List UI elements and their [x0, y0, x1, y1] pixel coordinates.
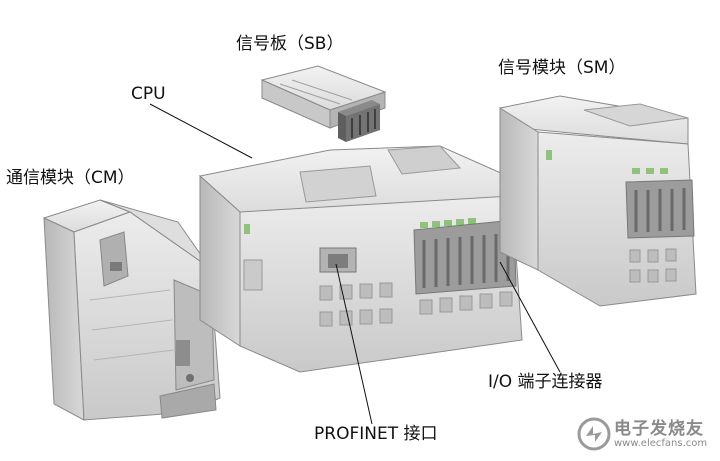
sm-terminal-block — [625, 179, 695, 239]
signal-module-label: 信号模块（SM） — [498, 58, 626, 78]
communication-module-label: 通信模块（CM） — [6, 168, 135, 188]
signal-module — [499, 95, 697, 307]
sb-terminal-plug — [338, 100, 380, 142]
communication-module — [42, 199, 221, 421]
watermark: 电子发烧友 www.elecfans.com — [574, 410, 716, 458]
sm-status-leds — [546, 150, 668, 174]
watermark-url: www.elecfans.com — [614, 438, 708, 449]
cpu-leader-line — [149, 103, 253, 159]
profinet-port — [319, 247, 357, 273]
io-connector-label: I/O 端子连接器 — [488, 372, 603, 392]
profinet-leader-line — [335, 263, 373, 425]
elecfans-logo-icon — [577, 417, 611, 451]
cpu-status-leds — [244, 218, 476, 234]
leader-lines — [149, 103, 561, 425]
cpu-label: CPU — [131, 84, 166, 104]
signal-board-label: 信号板（SB） — [236, 34, 344, 54]
signal-board-module — [260, 65, 387, 142]
io-connector-leader-line — [499, 261, 561, 373]
profinet-label: PROFINET 接口 — [314, 424, 438, 444]
cpu-module — [198, 145, 523, 373]
watermark-name: 电子发烧友 — [614, 419, 704, 439]
